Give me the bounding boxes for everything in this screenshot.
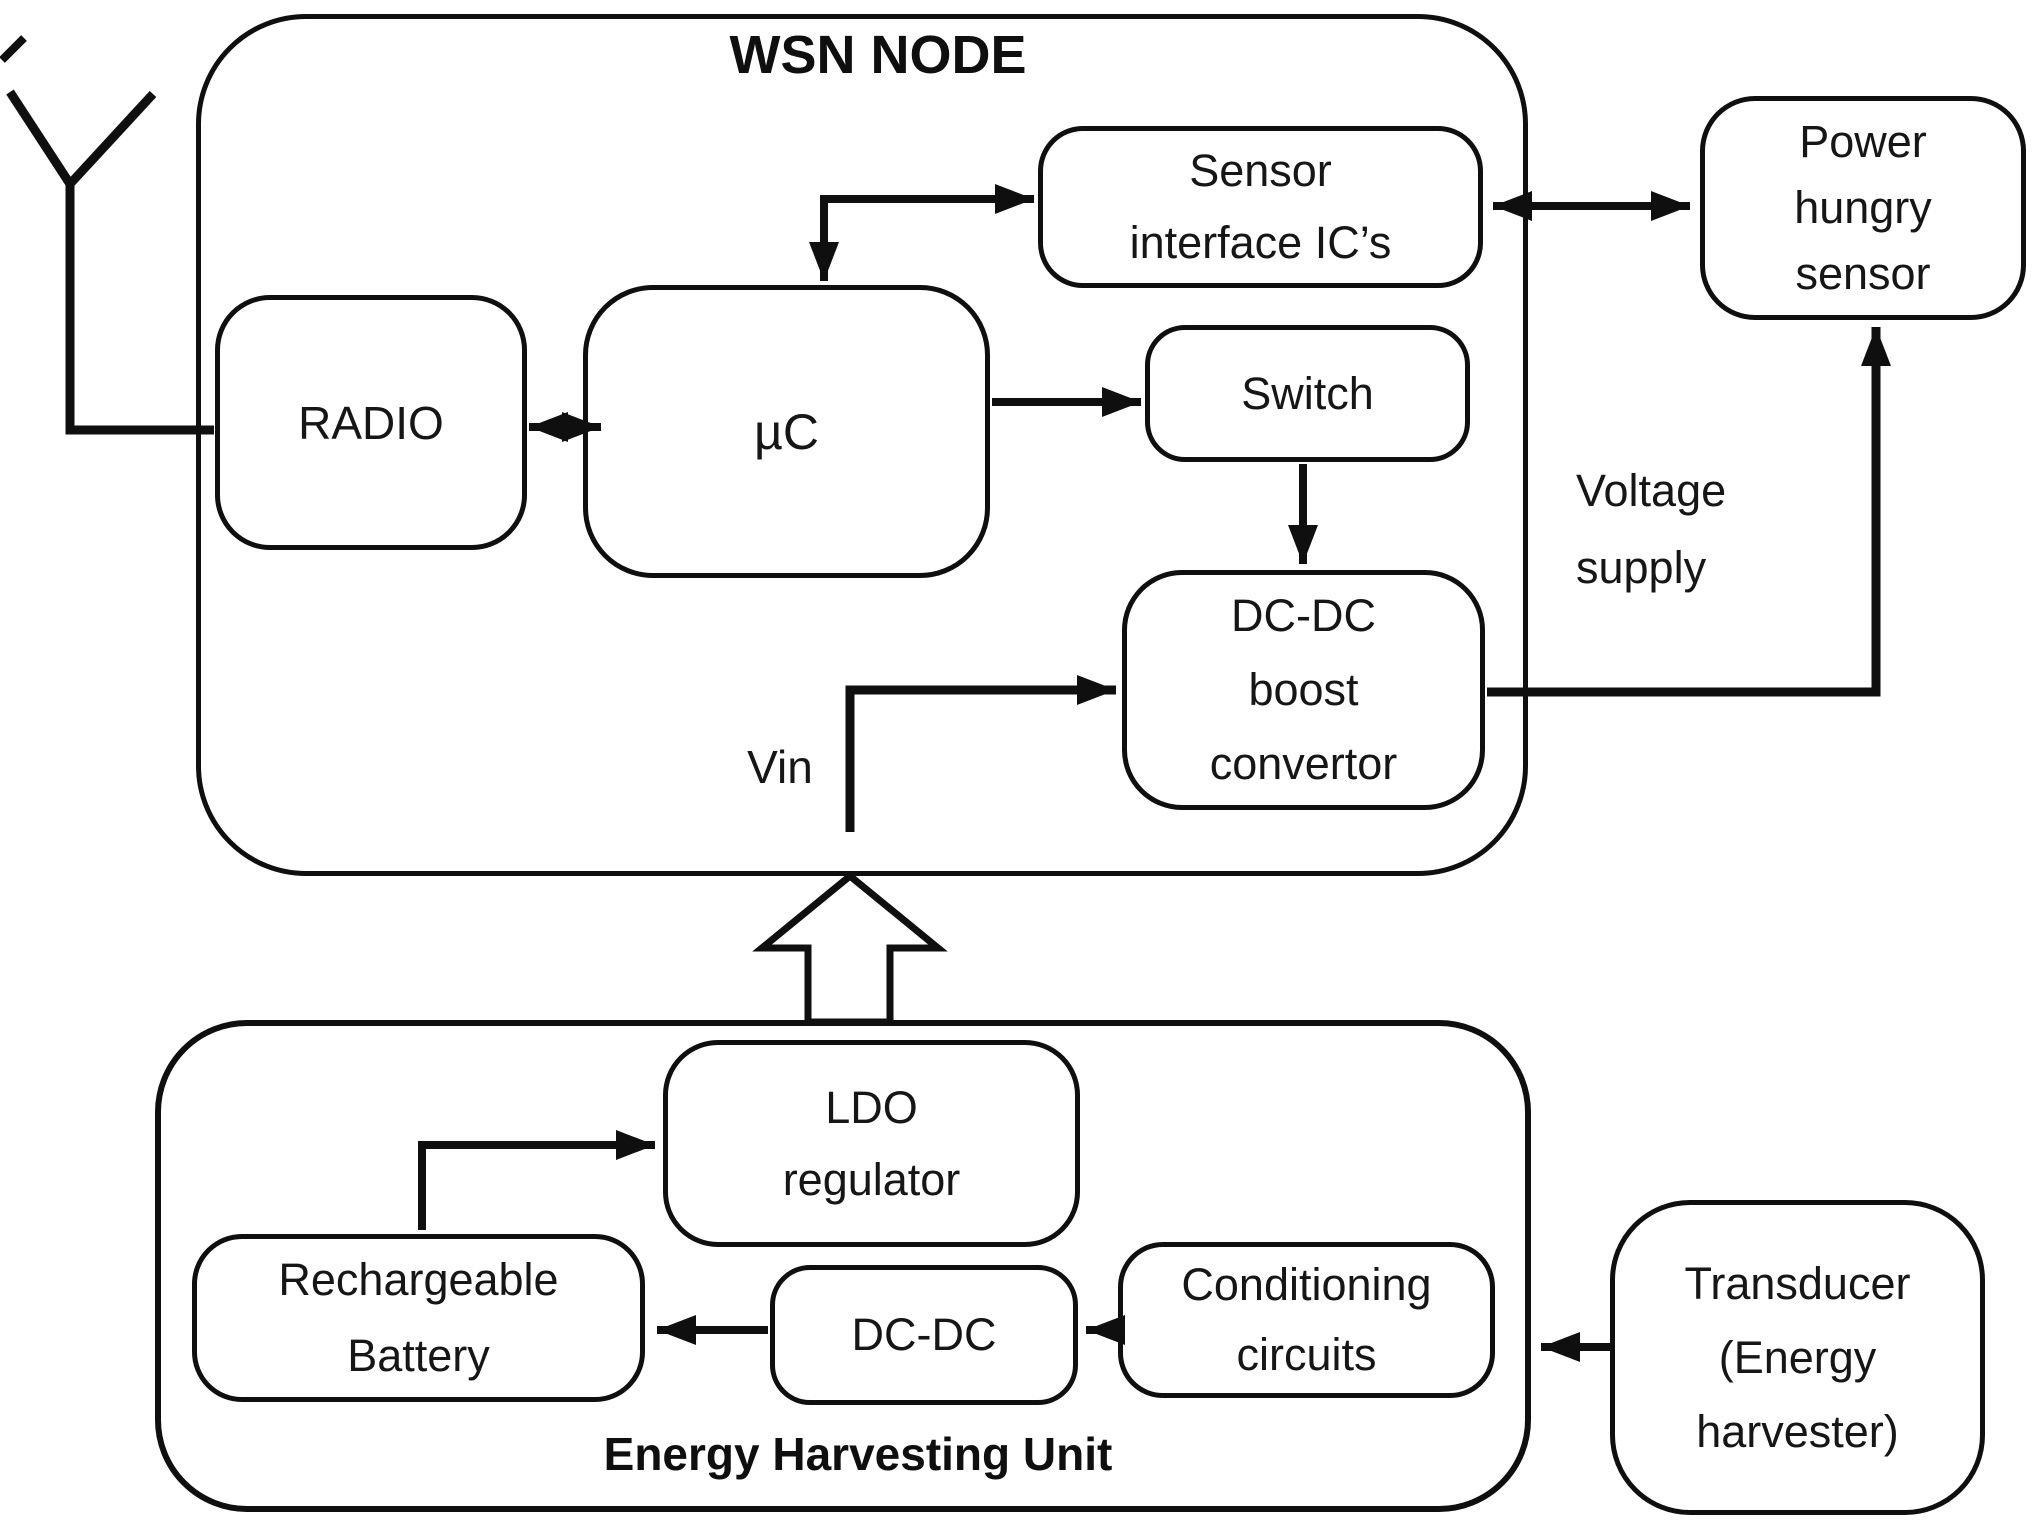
microcontroller-label: µC <box>754 403 819 460</box>
block-sensor-interface: Sensor interface IC’s <box>1038 126 1483 288</box>
dcdc-boost-label-line2: boost <box>1248 664 1359 715</box>
arrow-battery-ldo <box>418 1130 655 1230</box>
arrow-boost-power-sensor <box>1487 327 1891 697</box>
antenna-icon <box>0 35 214 435</box>
ldo-label-line2: regulator <box>782 1153 961 1205</box>
battery-label-line2: Battery <box>347 1330 490 1381</box>
block-ldo-regulator: LDO regulator <box>663 1040 1080 1247</box>
dcdc-boost-label-line3: convertor <box>1209 738 1398 789</box>
block-radio: RADIO <box>215 295 527 550</box>
sensor-interface-label-line1: Sensor <box>1189 145 1332 196</box>
conditioning-label-line1: Conditioning <box>1181 1259 1432 1310</box>
dcdc-label: DC-DC <box>851 1309 997 1360</box>
block-arrow-ehu-wsn <box>752 871 948 1026</box>
transducer-label-line3: harvester) <box>1696 1405 1899 1457</box>
block-rechargeable-battery: Rechargeable Battery <box>192 1234 645 1402</box>
arrow-uc-sensor-interface <box>809 184 1034 281</box>
power-hungry-sensor-label-line2: hungry <box>1794 182 1932 233</box>
block-dcdc-boost: DC-DC boost convertor <box>1122 570 1485 810</box>
voltage-supply-label: Voltage supply <box>1576 452 1726 606</box>
transducer-label-line2: (Energy <box>1718 1331 1877 1383</box>
vin-label: Vin <box>747 741 813 793</box>
voltage-supply-line2: supply <box>1576 542 1707 593</box>
sensor-interface-label-line2: interface IC’s <box>1129 217 1392 268</box>
battery-label-line1: Rechargeable <box>278 1254 559 1305</box>
ldo-label-line1: LDO <box>825 1081 918 1133</box>
transducer-label-line1: Transducer <box>1684 1257 1911 1309</box>
switch-label: Switch <box>1241 367 1374 419</box>
arrow-vin-boost <box>845 675 1116 832</box>
power-hungry-sensor-label-line3: sensor <box>1795 248 1931 299</box>
block-transducer: Transducer (Energy harvester) <box>1610 1200 1985 1515</box>
conditioning-label-line2: circuits <box>1236 1329 1377 1380</box>
energy-harvesting-unit-title: Energy Harvesting Unit <box>603 1428 1113 1480</box>
block-switch: Switch <box>1145 325 1470 462</box>
wsn-node-title: WSN NODE <box>729 25 1027 85</box>
block-power-hungry-sensor: Power hungry sensor <box>1700 96 2026 320</box>
power-hungry-sensor-label-line1: Power <box>1799 116 1927 167</box>
dcdc-boost-label-line1: DC-DC <box>1231 590 1376 641</box>
block-dcdc: DC-DC <box>770 1265 1078 1405</box>
voltage-supply-line1: Voltage <box>1576 465 1727 516</box>
radio-label: RADIO <box>298 396 444 449</box>
